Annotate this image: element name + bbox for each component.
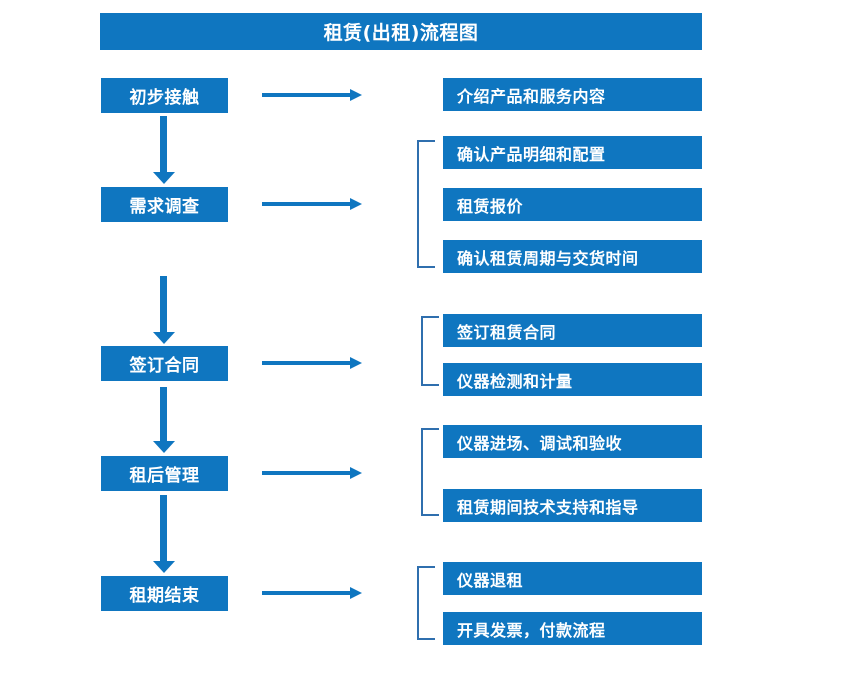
vertical-arrow-stage3-to-stage4 (153, 387, 175, 453)
arrow-shaft (160, 276, 167, 333)
task-box-5[interactable]: 签订租赁合同 (443, 314, 702, 347)
task-box-7[interactable]: 仪器进场、调试和验收 (443, 425, 702, 458)
horizontal-arrow-stage3 (262, 357, 362, 369)
arrow-shaft (262, 591, 351, 595)
stage-box-1[interactable]: 初步接触 (101, 78, 228, 113)
task-box-4[interactable]: 确认租赁周期与交货时间 (443, 240, 702, 273)
task-box-3[interactable]: 租赁报价 (443, 188, 702, 221)
task-box-8[interactable]: 租赁期间技术支持和指导 (443, 489, 702, 522)
group-bracket-end-of-term (417, 566, 435, 640)
task-box-2[interactable]: 确认产品明细和配置 (443, 136, 702, 169)
stage-box-2[interactable]: 需求调查 (101, 187, 228, 222)
stage-box-4[interactable]: 租后管理 (101, 456, 228, 491)
arrow-head-icon (350, 587, 362, 599)
arrow-head-icon (153, 441, 175, 453)
arrow-shaft (262, 471, 351, 475)
horizontal-arrow-stage4 (262, 467, 362, 479)
horizontal-arrow-stage2 (262, 198, 362, 210)
task-box-1[interactable]: 介绍产品和服务内容 (443, 78, 702, 111)
arrow-head-icon (350, 357, 362, 369)
arrow-head-icon (153, 172, 175, 184)
group-bracket-contract (421, 316, 439, 386)
group-bracket-post-rental (421, 428, 439, 516)
vertical-arrow-stage2-to-stage3 (153, 276, 175, 344)
vertical-arrow-stage4-to-stage5 (153, 495, 175, 573)
arrow-head-icon (350, 89, 362, 101)
task-box-9[interactable]: 仪器退租 (443, 562, 702, 595)
arrow-shaft (262, 93, 351, 97)
arrow-head-icon (153, 561, 175, 573)
arrow-head-icon (350, 467, 362, 479)
arrow-head-icon (350, 198, 362, 210)
task-box-6[interactable]: 仪器检测和计量 (443, 363, 702, 396)
arrow-shaft (160, 116, 167, 173)
arrow-shaft (262, 361, 351, 365)
arrow-shaft (160, 387, 167, 442)
group-bracket-requirements (417, 140, 435, 268)
horizontal-arrow-stage5 (262, 587, 362, 599)
task-box-10[interactable]: 开具发票，付款流程 (443, 612, 702, 645)
arrow-shaft (262, 202, 351, 206)
stage-box-5[interactable]: 租期结束 (101, 576, 228, 611)
diagram-title: 租赁(出租)流程图 (100, 13, 702, 50)
horizontal-arrow-stage1 (262, 89, 362, 101)
vertical-arrow-stage1-to-stage2 (153, 116, 175, 184)
stage-box-3[interactable]: 签订合同 (101, 346, 228, 381)
arrow-shaft (160, 495, 167, 562)
arrow-head-icon (153, 332, 175, 344)
